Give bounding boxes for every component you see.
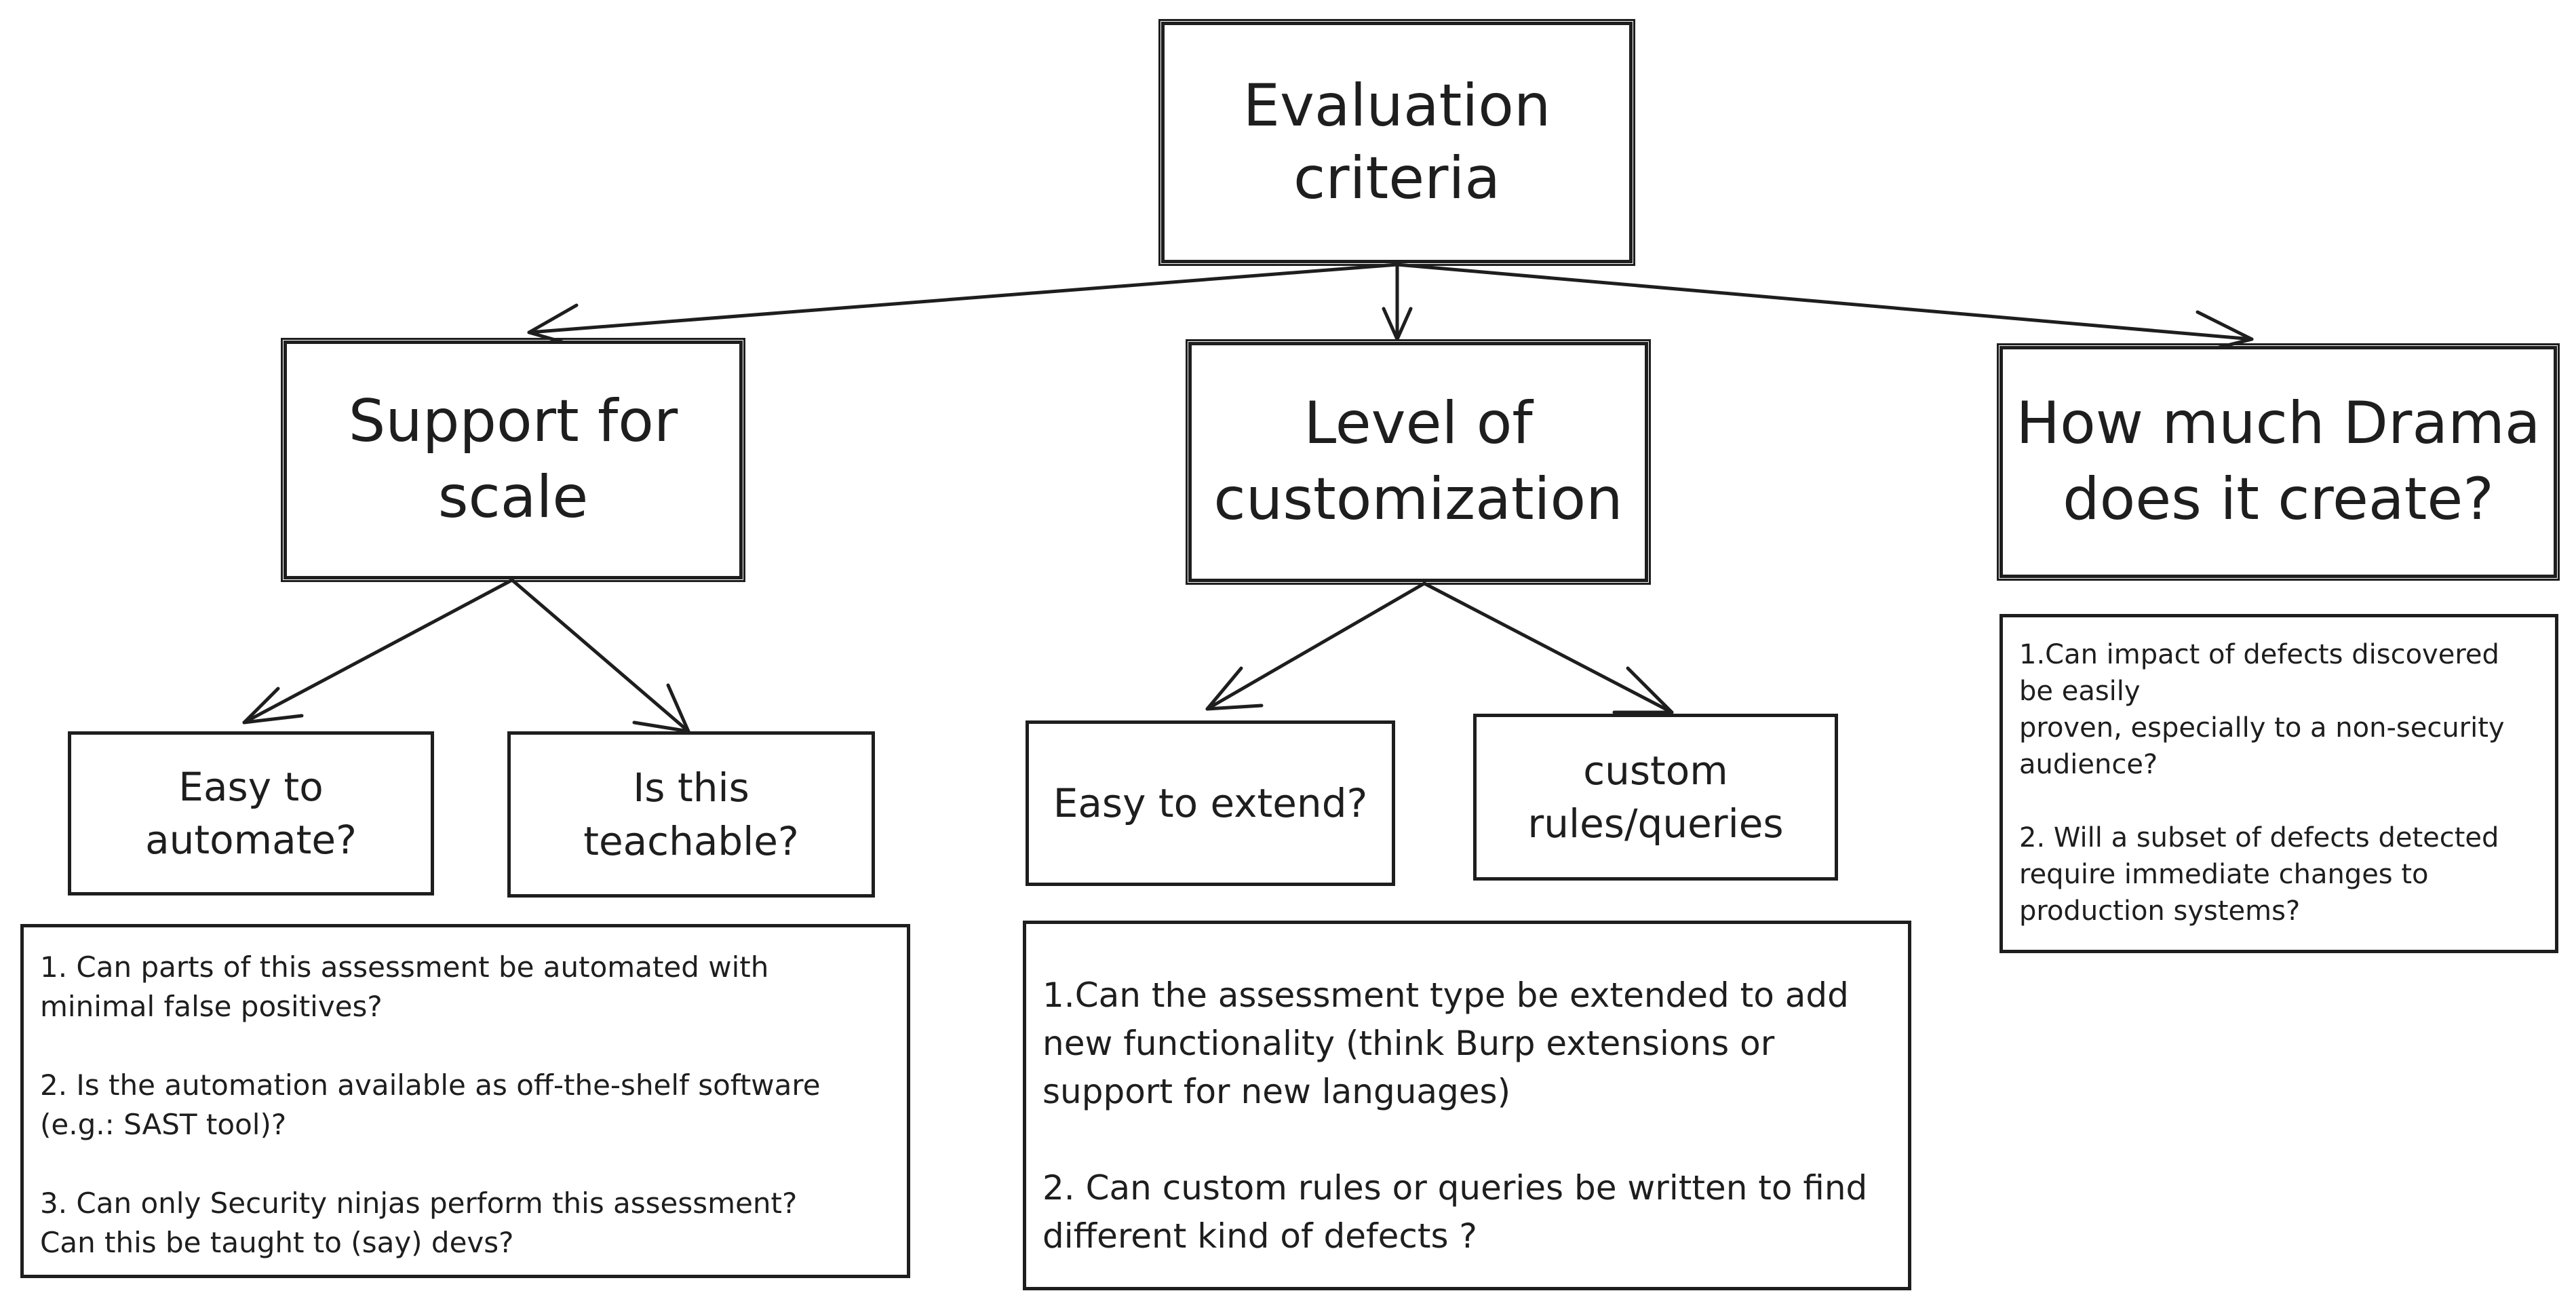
question-node-easy-to-extend[interactable]: Easy to extend?: [1026, 720, 1395, 886]
category-node-level-of-customization[interactable]: Level of customization: [1188, 342, 1648, 582]
arrow-root-to-drama: [1395, 263, 2254, 355]
question-node-label: Easy to automate?: [145, 763, 357, 863]
arrow-customization-to-custom-rules: [1422, 581, 1674, 714]
notes-drama: 1.Can impact of defects discovered be ea…: [1999, 614, 2558, 953]
category-node-label: How much Drama does it create?: [2016, 389, 2541, 533]
question-node-label: Is this teachable?: [583, 765, 799, 864]
question-node-custom-rules-queries[interactable]: custom rules/queries: [1473, 714, 1838, 881]
arrow-customization-to-extend: [1205, 581, 1426, 711]
arrow-root-to-scale: [527, 263, 1399, 348]
notes-level-of-customization: 1.Can the assessment type be extended to…: [1023, 921, 1911, 1290]
question-node-label: custom rules/queries: [1527, 747, 1784, 847]
category-node-label: Support for scale: [348, 387, 678, 531]
category-node-label: Level of customization: [1213, 389, 1623, 533]
root-node-evaluation-criteria[interactable]: Evaluation criteria: [1161, 22, 1633, 263]
category-node-support-for-scale[interactable]: Support for scale: [284, 341, 743, 579]
arrow-root-to-customization: [1382, 263, 1413, 341]
notes-support-for-scale: 1. Can parts of this assessment be autom…: [20, 924, 910, 1278]
question-node-label: Easy to extend?: [1053, 779, 1368, 826]
category-node-drama[interactable]: How much Drama does it create?: [1999, 346, 2557, 578]
question-node-is-this-teachable[interactable]: Is this teachable?: [507, 731, 875, 898]
question-node-easy-to-automate[interactable]: Easy to automate?: [68, 731, 434, 895]
arrow-scale-to-teachable: [510, 578, 690, 733]
root-node-label: Evaluation criteria: [1243, 71, 1551, 213]
arrow-scale-to-automate: [242, 578, 514, 725]
